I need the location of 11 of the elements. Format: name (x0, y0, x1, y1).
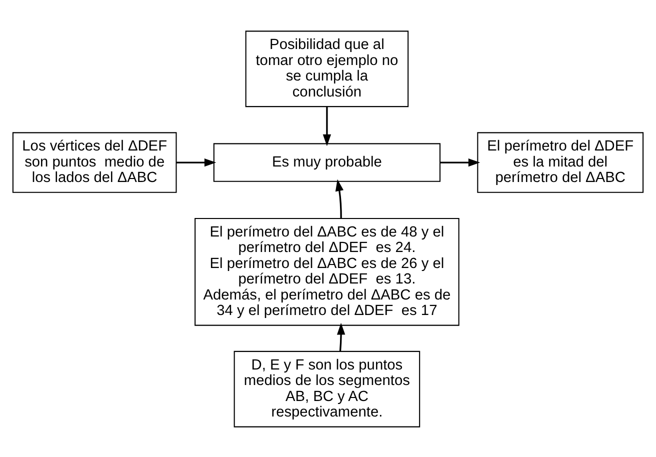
arrow (335, 178, 344, 218)
arrow (440, 158, 480, 166)
arrow (176, 158, 216, 166)
node-box: Es muy probable (213, 142, 441, 182)
node-box: D, E y F son los puntos medios de los segmentos AB, BC y AC respectivamente. (234, 350, 420, 427)
arrow (336, 322, 346, 352)
node-box: Los vértices del ΔDEF son puntos medio de los lados del ΔABC (12, 132, 177, 192)
node-box: Posibilidad que al tomar otro ejemplo no se cumpla la conclusión (245, 30, 409, 107)
node-box: El perímetro del ΔABC es de 48 y el perímetro del ΔDEF es 24. El perímetro del ΔABC es de 26 y el perímetro del ΔDEF es 13. Además, el perímetro del ΔABC es de 34 y el perímetro del ΔDEF es 17 (194, 218, 460, 326)
node-box: El perímetro del ΔDEF es la mitad del perímetro del ΔABC (477, 132, 644, 192)
arrow (322, 106, 332, 146)
